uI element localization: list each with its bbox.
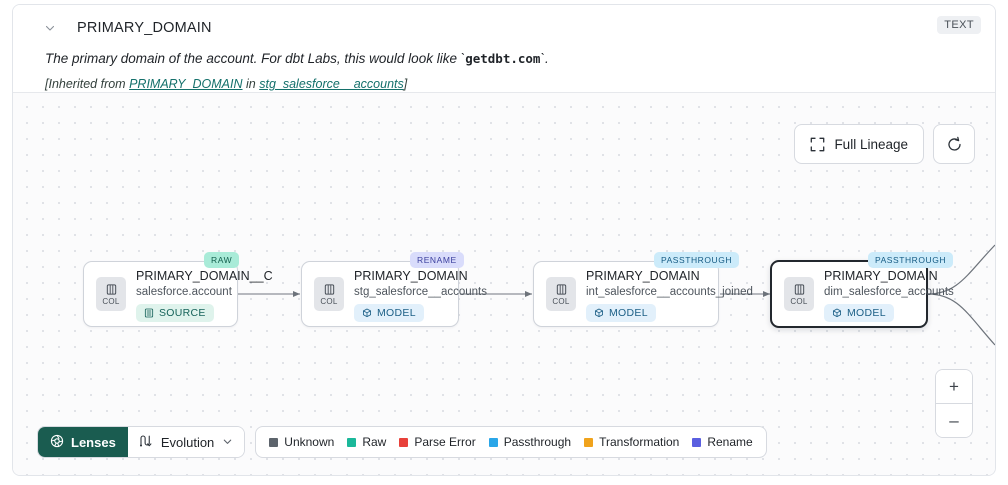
legend-item-passthrough: Passthrough xyxy=(488,435,572,449)
node-body: PRIMARY_DOMAIN int_salesforce__accounts_… xyxy=(586,267,753,322)
column-type-chip: COL xyxy=(96,277,126,311)
node-kind-badge: MODEL xyxy=(586,303,656,322)
lineage-legend: Unknown Raw Parse Error Passthrough xyxy=(255,426,767,458)
lineage-node-selected[interactable]: PASSTHROUGH COL PRIMARY_DOMAIN dim_sales… xyxy=(770,252,954,328)
evolution-dropdown[interactable]: Evolution xyxy=(127,427,245,457)
node-kind-label: MODEL xyxy=(377,306,416,319)
column-chip-label: COL xyxy=(552,296,570,306)
node-title: PRIMARY_DOMAIN xyxy=(586,268,700,283)
database-icon xyxy=(144,308,154,317)
inherited-column-link[interactable]: PRIMARY_DOMAIN xyxy=(129,77,243,92)
node-title: PRIMARY_DOMAIN xyxy=(824,268,938,283)
inherited-model-link[interactable]: stg_salesforce__accounts xyxy=(259,77,404,92)
legend-item-parse-error: Parse Error xyxy=(399,435,476,449)
node-body: PRIMARY_DOMAIN stg_salesforce__accounts … xyxy=(354,267,487,322)
column-chip-label: COL xyxy=(102,296,120,306)
legend-label: Rename xyxy=(707,435,753,449)
column-chip-label: COL xyxy=(320,296,338,306)
lenses-button[interactable]: Lenses xyxy=(38,427,128,457)
inherited-suffix: ] xyxy=(403,77,408,92)
zoom-in-button[interactable]: + xyxy=(936,370,972,403)
column-detail-panel: PRIMARY_DOMAIN TEXT The primary domain o… xyxy=(12,4,996,476)
node-kind-label: MODEL xyxy=(847,306,886,319)
lens-icon xyxy=(50,434,64,451)
full-lineage-label: Full Lineage xyxy=(834,136,908,152)
inherited-middle: in xyxy=(242,77,260,92)
lineage-node[interactable]: RENAME COL PRIMARY_DOMAIN stg_salesforce… xyxy=(301,252,487,327)
legend-swatch xyxy=(692,437,702,447)
node-subtitle: salesforce.account xyxy=(136,285,232,298)
zoom-controls: + – xyxy=(935,369,973,438)
expand-icon xyxy=(810,137,825,152)
cube-icon xyxy=(833,308,841,317)
legend-item-unknown: Unknown xyxy=(269,435,334,449)
page-title: PRIMARY_DOMAIN xyxy=(77,20,212,36)
node-body: PRIMARY_DOMAIN dim_salesforce_accounts M… xyxy=(824,267,954,322)
column-icon xyxy=(324,283,334,295)
legend-label: Transformation xyxy=(599,435,680,449)
column-type-chip: COL xyxy=(546,277,576,311)
legend-label: Parse Error xyxy=(414,435,476,449)
description-code: getdbt.com xyxy=(465,51,541,66)
column-chip-label: COL xyxy=(790,296,808,306)
node-kind-label: SOURCE xyxy=(159,306,206,319)
column-type-badge: TEXT xyxy=(937,16,981,34)
legend-label: Passthrough xyxy=(503,435,572,449)
description-text-before: The primary domain of the account. For d… xyxy=(45,51,466,66)
column-description: The primary domain of the account. For d… xyxy=(45,50,979,68)
zoom-out-button[interactable]: – xyxy=(936,404,972,437)
legend-swatch xyxy=(399,437,409,447)
node-subtitle: dim_salesforce_accounts xyxy=(824,285,954,298)
chevron-down-icon[interactable] xyxy=(43,21,57,35)
column-icon xyxy=(556,283,566,295)
edge-4a xyxy=(927,244,995,295)
lineage-node[interactable]: RAW COL PRIMARY_DOMAIN__C salesforce.acc… xyxy=(83,252,273,327)
inherited-from-line: [Inherited from PRIMARY_DOMAIN in stg_sa… xyxy=(45,77,979,91)
refresh-icon xyxy=(946,136,963,153)
lineage-node[interactable]: PASSTHROUGH COL PRIMARY_DOMAIN int_sales… xyxy=(533,252,753,327)
evolution-label: Evolution xyxy=(160,434,215,450)
refresh-button[interactable] xyxy=(933,124,975,164)
column-header: PRIMARY_DOMAIN TEXT The primary domain o… xyxy=(13,5,995,91)
inherited-prefix: [Inherited from xyxy=(45,77,130,92)
node-kind-badge: SOURCE xyxy=(136,303,214,322)
full-lineage-button[interactable]: Full Lineage xyxy=(794,124,924,164)
column-icon xyxy=(106,283,116,295)
description-text-after: `. xyxy=(540,51,549,66)
column-icon xyxy=(794,283,804,295)
zoom-divider xyxy=(936,403,972,404)
canvas-bottom-bar: Lenses Evolution xyxy=(37,426,767,458)
legend-item-raw: Raw xyxy=(347,435,386,449)
header-title-row: PRIMARY_DOMAIN xyxy=(29,17,979,39)
lineage-canvas[interactable]: Full Lineage RAW xyxy=(13,92,995,475)
lenses-label: Lenses xyxy=(71,434,116,450)
legend-label: Unknown xyxy=(284,435,335,449)
canvas-toolbar: Full Lineage xyxy=(794,124,975,164)
cube-icon xyxy=(595,308,603,317)
chevron-down-icon xyxy=(222,435,233,450)
node-subtitle: stg_salesforce__accounts xyxy=(354,285,487,298)
evolution-icon xyxy=(138,433,153,451)
legend-item-transformation: Transformation xyxy=(584,435,679,449)
lineage-edges xyxy=(237,244,995,346)
node-subtitle: int_salesforce__accounts_joined xyxy=(586,285,753,298)
legend-label: Raw xyxy=(362,435,387,449)
node-kind-badge: MODEL xyxy=(824,303,894,322)
node-title: PRIMARY_DOMAIN__C xyxy=(136,268,273,283)
node-kind-label: MODEL xyxy=(609,306,648,319)
column-type-chip: COL xyxy=(784,277,814,311)
node-title: PRIMARY_DOMAIN xyxy=(354,268,468,283)
lenses-evolution-group: Lenses Evolution xyxy=(37,426,246,458)
column-type-chip: COL xyxy=(314,277,344,311)
legend-swatch xyxy=(269,437,279,447)
node-kind-badge: MODEL xyxy=(354,303,424,322)
edge-4b xyxy=(927,293,995,346)
node-body: PRIMARY_DOMAIN__C salesforce.account SOU… xyxy=(136,267,273,322)
legend-swatch xyxy=(347,437,357,447)
legend-swatch xyxy=(584,437,594,447)
cube-icon xyxy=(363,308,371,317)
legend-swatch xyxy=(488,437,498,447)
legend-item-rename: Rename xyxy=(692,435,753,449)
